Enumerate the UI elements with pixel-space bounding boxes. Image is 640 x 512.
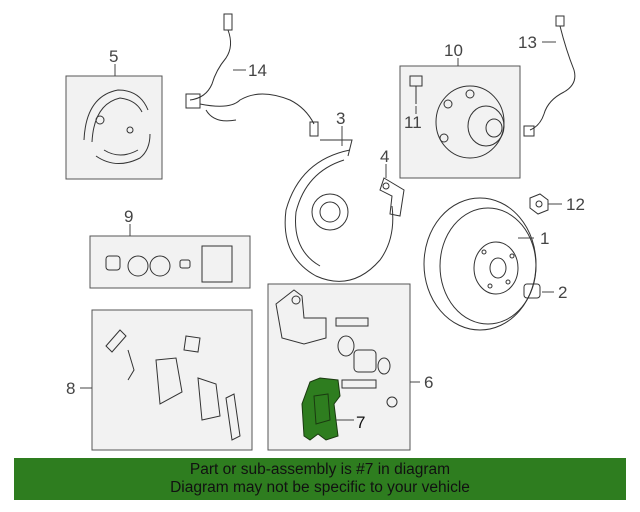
part-9-seal-kit[interactable] (89, 235, 251, 289)
callout-7: 7 (356, 413, 365, 432)
part-7-caliper-bracket-highlighted[interactable] (301, 377, 341, 441)
part-14-speed-sensor[interactable] (185, 13, 319, 137)
part-5-brake-shoes[interactable] (65, 75, 163, 180)
callout-13: 13 (518, 33, 537, 52)
callout-3: 3 (336, 109, 345, 128)
callout-6: 6 (424, 373, 433, 392)
part-1-brake-rotor[interactable] (423, 197, 537, 331)
callout-1: 1 (540, 229, 549, 248)
callout-11: 11 (404, 113, 422, 132)
part-3-backing-plate[interactable] (284, 139, 394, 282)
callout-4: 4 (380, 147, 389, 166)
part-6-caliper-assembly[interactable] (267, 283, 411, 451)
callout-2: 2 (558, 283, 567, 302)
info-banner: Part or sub-assembly is #7 in diagram Di… (14, 458, 626, 500)
part-11-hub-bolt[interactable] (409, 75, 423, 104)
callout-12: 12 (566, 195, 585, 214)
callout-14: 14 (248, 61, 267, 80)
part-4-bracket[interactable] (379, 177, 405, 217)
part-10-hub-bearing[interactable] (399, 65, 521, 179)
banner-line-1: Part or sub-assembly is #7 in diagram (189, 461, 451, 478)
part-8-pad-kit[interactable] (91, 309, 253, 451)
parts-diagram: 5 14 3 4 10 11 (65, 13, 585, 451)
callout-5: 5 (109, 47, 118, 66)
part-13-abs-wire[interactable] (523, 15, 576, 137)
banner-line-2: Diagram may not be specific to your vehi… (170, 479, 470, 496)
callout-8: 8 (66, 379, 75, 398)
callout-10: 10 (444, 41, 463, 60)
part-12-nut[interactable] (529, 193, 549, 215)
callout-9: 9 (124, 207, 133, 226)
part-2-lug-nut[interactable] (523, 283, 541, 299)
